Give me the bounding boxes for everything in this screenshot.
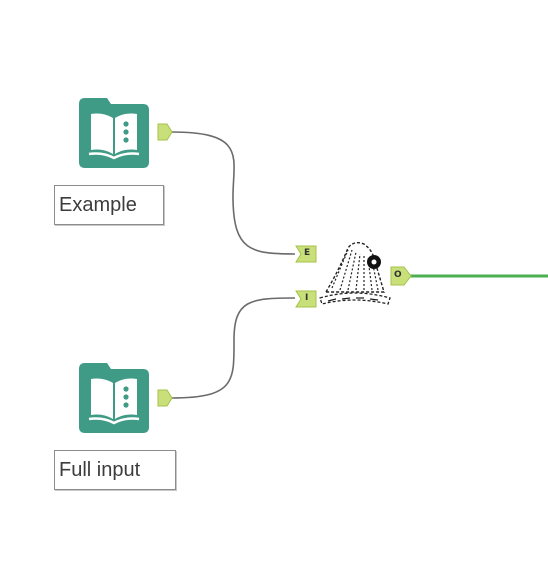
anchor-label-o: O	[394, 270, 402, 280]
anchor-shape	[295, 290, 317, 308]
full-input-tool[interactable]	[77, 361, 151, 435]
output-anchor-example[interactable]	[157, 123, 173, 141]
connection-example-to-e[interactable]	[171, 131, 296, 255]
example-input-tool[interactable]	[77, 96, 151, 170]
anchor-label-e: E	[304, 248, 311, 258]
tool-label-example[interactable]: Example	[54, 185, 164, 225]
book-input-icon	[79, 98, 149, 168]
output-anchor-full-input[interactable]	[157, 389, 173, 407]
book-input-icon	[79, 363, 149, 433]
anchor-shape	[390, 266, 412, 286]
output-anchor-o[interactable]: O	[390, 266, 412, 286]
connection-full-input-to-i[interactable]	[171, 297, 296, 399]
anchor-label-i: I	[305, 293, 309, 303]
wizard-hat-icon	[319, 241, 391, 305]
anchor-shape	[295, 245, 317, 263]
tool-label-full-input[interactable]: Full input	[54, 450, 176, 490]
input-anchor-e[interactable]: E	[295, 245, 317, 263]
macro-tool[interactable]	[318, 238, 392, 312]
input-anchor-i[interactable]: I	[295, 290, 317, 308]
